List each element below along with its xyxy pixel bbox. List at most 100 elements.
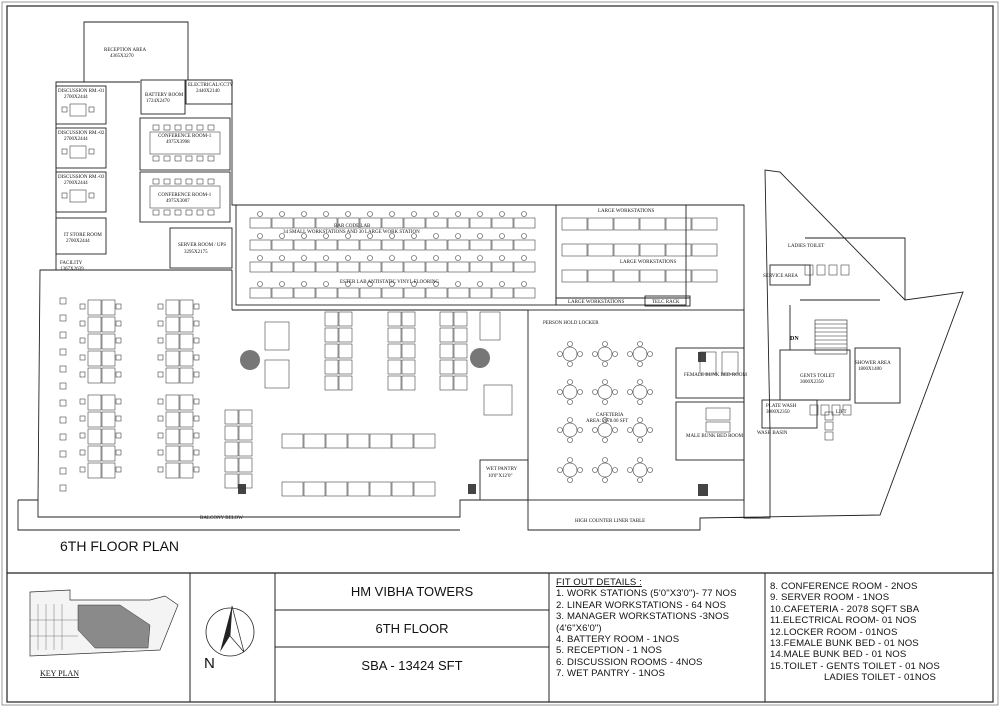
lab-chair xyxy=(389,281,395,287)
conference-chair xyxy=(174,124,182,131)
svg-text:TELC RACK: TELC RACK xyxy=(652,300,680,305)
linear-workstation xyxy=(369,433,392,449)
workstation-chair xyxy=(115,432,122,439)
lab-chair xyxy=(367,281,373,287)
workstation-desk xyxy=(87,299,102,316)
lab-workstation xyxy=(359,261,382,273)
workstation-desk xyxy=(224,441,239,457)
lab-workstation xyxy=(447,287,470,299)
svg-text:6TH FLOOR PLAN: 6TH FLOOR PLAN xyxy=(60,538,179,554)
lab-workstation xyxy=(403,217,426,229)
fitout-item: 1. WORK STATIONS (5'0"X3'0")- 77 NOS xyxy=(556,588,737,600)
workstation-chair xyxy=(193,320,200,327)
svg-text:AREA: 2078.00 SFT: AREA: 2078.00 SFT xyxy=(586,419,628,424)
cafeteria-chair xyxy=(592,351,598,357)
lab-chair xyxy=(257,211,263,217)
cafeteria-chair xyxy=(592,427,598,433)
conference-chair xyxy=(207,155,215,162)
lab-workstation xyxy=(381,261,404,273)
lab-workstation xyxy=(337,287,360,299)
workstation-chair xyxy=(157,371,164,378)
lab-workstation xyxy=(359,239,382,251)
workstation-desk xyxy=(439,359,454,375)
cafeteria-chair xyxy=(637,361,643,367)
cafeteria-chair xyxy=(612,389,618,395)
cafeteria-table xyxy=(597,384,613,400)
workstation-desk xyxy=(387,327,402,343)
lab-chair xyxy=(455,233,461,239)
svg-text:N: N xyxy=(204,655,215,672)
cafeteria-chair xyxy=(602,341,608,347)
workstation-desk xyxy=(338,343,353,359)
cafeteria-table xyxy=(562,384,578,400)
svg-text:2440X2140: 2440X2140 xyxy=(196,89,220,94)
cafeteria-chair xyxy=(577,351,583,357)
conference-chair xyxy=(196,124,204,131)
svg-text:BALCONY BELOW: BALCONY BELOW xyxy=(200,516,243,521)
fitout-item: 14.MALE BUNK BED - 01 NOS xyxy=(770,649,907,661)
workstation-desk xyxy=(324,375,339,391)
workstation-chair xyxy=(193,449,200,456)
cafeteria-table xyxy=(632,346,648,362)
cafeteria-chair xyxy=(557,351,563,357)
lab-workstation xyxy=(513,261,536,273)
conference-chair xyxy=(152,155,160,162)
cafeteria-chair xyxy=(637,457,643,463)
lab-workstation xyxy=(447,217,470,229)
fitout-item: 4. BATTERY ROOM - 1NOS xyxy=(556,634,680,646)
lab-workstation xyxy=(359,217,382,229)
cafeteria-chair xyxy=(557,467,563,473)
lab-workstation xyxy=(513,217,536,229)
workstation-chair xyxy=(193,371,200,378)
bunk-bed xyxy=(705,421,731,433)
linear-workstation xyxy=(391,481,414,497)
lab-workstation xyxy=(337,239,360,251)
lab-workstation xyxy=(491,217,514,229)
fitout-heading: FIT OUT DETAILS : xyxy=(556,577,642,588)
label-it-store: IT STORE ROOM xyxy=(64,233,102,238)
svg-text:34 SMALL WORKSTATIONS AND 30 L: 34 SMALL WORKSTATIONS AND 30 LARGE WORK … xyxy=(283,230,420,235)
large-workstation xyxy=(561,243,588,257)
workstation-desk xyxy=(338,359,353,375)
svg-text:BATTERY ROOM: BATTERY ROOM xyxy=(145,93,184,98)
workstation-chair xyxy=(59,331,67,339)
workstation-chair xyxy=(157,303,164,310)
cafeteria-chair xyxy=(602,417,608,423)
fitout-item: 8. CONFERENCE ROOM - 2NOS xyxy=(770,581,918,592)
lab-chair xyxy=(455,255,461,261)
lab-workstation xyxy=(513,239,536,251)
svg-text:RECEPTION AREA: RECEPTION AREA xyxy=(104,48,146,53)
lab-chair xyxy=(301,211,307,217)
cafeteria-table xyxy=(597,422,613,438)
conference-chair xyxy=(163,124,171,131)
workstation-desk xyxy=(238,473,253,489)
cafeteria-chair xyxy=(602,457,608,463)
lab-chair xyxy=(257,281,263,287)
lab-chair xyxy=(257,255,263,261)
floor-name: 6TH FLOOR xyxy=(375,621,449,636)
workstation-desk xyxy=(179,333,194,350)
label-battery: BATTERY ROOM xyxy=(145,93,184,98)
svg-text:WET PANTRY: WET PANTRY xyxy=(486,467,518,472)
svg-text:DISCUSSION RM.-02: DISCUSSION RM.-02 xyxy=(58,131,105,136)
workstation-chair xyxy=(115,320,122,327)
svg-text:3295X2175: 3295X2175 xyxy=(184,250,208,255)
cafeteria-table xyxy=(632,462,648,478)
workstation-desk xyxy=(179,299,194,316)
workstation-desk xyxy=(401,359,416,375)
workstation-desk xyxy=(101,394,116,411)
large-workstation xyxy=(691,243,718,257)
fitout-details-col1: FIT OUT DETAILS : 1. WORK STATIONS (5'0"… xyxy=(556,577,737,680)
conference-chair xyxy=(152,124,160,131)
lab-workstation xyxy=(293,261,316,273)
workstation-desk xyxy=(439,375,454,391)
cafeteria-chair xyxy=(592,389,598,395)
large-workstation xyxy=(613,217,640,231)
conference-chair xyxy=(174,209,182,216)
cafeteria-chair xyxy=(647,427,653,433)
conference-chair xyxy=(207,209,215,216)
linear-workstation xyxy=(303,481,326,497)
cafeteria-chair xyxy=(647,351,653,357)
svg-text:DISCUSSION RM.-03: DISCUSSION RM.-03 xyxy=(58,175,105,180)
workstation-chair xyxy=(193,415,200,422)
